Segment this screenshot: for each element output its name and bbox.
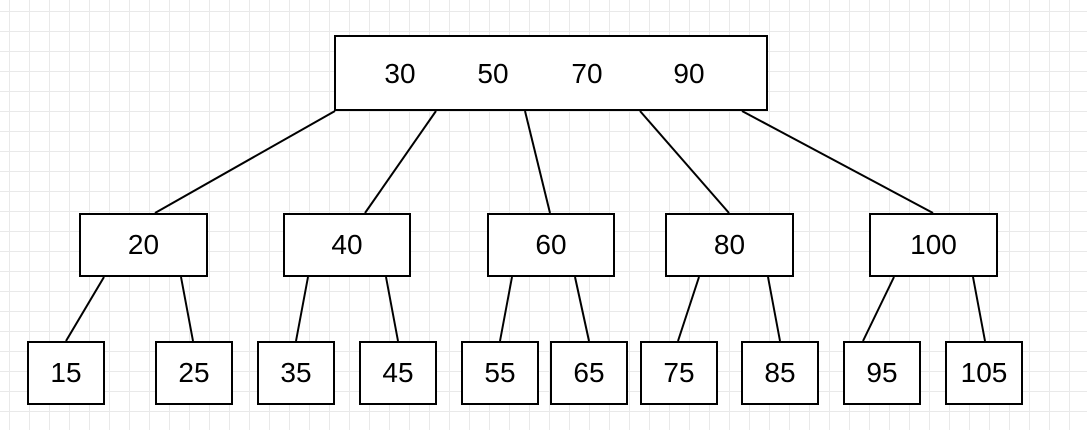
edge-100-to-95 — [862, 276, 895, 342]
root-key: 30 — [384, 58, 416, 89]
leaf-key: 25 — [178, 357, 210, 388]
edge-root-to-20 — [154, 110, 336, 214]
edge-60-to-65 — [574, 276, 590, 342]
root-node: 30 50 70 90 — [334, 35, 768, 111]
leaf-node-25: 25 — [155, 341, 233, 405]
leaf-key: 95 — [866, 357, 898, 388]
leaf-node-55: 55 — [461, 341, 539, 405]
leaf-node-45: 45 — [359, 341, 437, 405]
edge-40-to-35 — [295, 276, 309, 342]
leaf-key: 105 — [960, 357, 1008, 388]
internal-node-100: 100 — [869, 213, 998, 277]
leaf-key: 65 — [573, 357, 605, 388]
root-key: 70 — [571, 58, 603, 89]
leaf-key: 15 — [50, 357, 82, 388]
node-key: 40 — [331, 229, 363, 260]
leaf-node-105: 105 — [945, 341, 1023, 405]
edge-60-to-55 — [499, 276, 513, 342]
edge-40-to-45 — [385, 276, 399, 342]
edge-20-to-15 — [65, 276, 105, 342]
leaf-node-85: 85 — [741, 341, 819, 405]
leaf-node-65: 65 — [550, 341, 628, 405]
node-key: 20 — [127, 229, 160, 260]
edge-root-to-100 — [741, 110, 934, 214]
node-key: 100 — [910, 229, 957, 260]
edge-root-to-40 — [364, 110, 437, 214]
leaf-key: 35 — [280, 357, 312, 388]
edge-20-to-25 — [180, 276, 194, 342]
leaf-key: 85 — [764, 357, 796, 388]
internal-node-20: 20 — [79, 213, 208, 277]
root-key: 50 — [477, 58, 509, 89]
leaf-node-95: 95 — [843, 341, 921, 405]
node-key: 80 — [713, 229, 746, 260]
edge-80-to-85 — [767, 276, 781, 342]
edge-80-to-75 — [677, 276, 700, 342]
internal-node-60: 60 — [487, 213, 615, 277]
leaf-node-15: 15 — [27, 341, 105, 405]
node-key: 60 — [535, 229, 567, 260]
edge-root-to-60 — [524, 110, 551, 214]
root-key: 90 — [673, 58, 705, 89]
edge-root-to-80 — [639, 110, 730, 214]
leaf-node-75: 75 — [640, 341, 718, 405]
internal-node-40: 40 — [283, 213, 411, 277]
internal-node-80: 80 — [665, 213, 794, 277]
edge-100-to-105 — [972, 276, 986, 342]
leaf-key: 45 — [382, 357, 414, 388]
leaf-node-35: 35 — [257, 341, 335, 405]
leaf-key: 55 — [484, 357, 516, 388]
leaf-key: 75 — [663, 357, 695, 388]
